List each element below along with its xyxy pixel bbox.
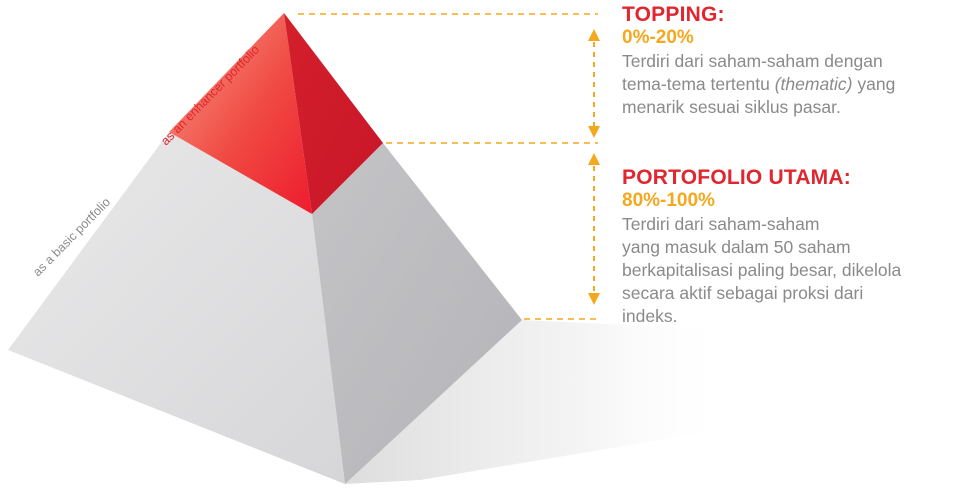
main-desc-line: secara aktif sebagai proksi dari (622, 283, 864, 303)
pyramid-top-left-face (169, 13, 312, 214)
thematic-italic: (thematic) (774, 74, 853, 94)
topping-desc-line: menarik sesuai siklus pasar. (622, 97, 841, 117)
topping-desc-line: tema-tema tertentu (thematic) yang (622, 74, 896, 94)
main-desc-line: berkapitalisasi paling besar, dikelola (622, 260, 902, 280)
main-portfolio-heading: PORTOFOLIO UTAMA: (622, 166, 851, 189)
main-portfolio-description: Terdiri dari saham-saham yang masuk dala… (622, 213, 972, 328)
main-range-arrow (588, 153, 600, 305)
topping-desc-line: Terdiri dari saham-saham dengan (622, 51, 883, 71)
pyramid-base-right-face (312, 143, 522, 484)
pyramid-base-left-face (8, 132, 345, 484)
topping-range-arrow (588, 29, 600, 138)
topping-description: Terdiri dari saham-saham dengan tema-tem… (622, 50, 972, 119)
topping-heading: TOPPING: (622, 3, 725, 26)
main-desc-line: indeks. (622, 306, 678, 326)
topping-section: TOPPING: 0%-20% Terdiri dari saham-saham… (622, 3, 972, 119)
main-portfolio-section: PORTOFOLIO UTAMA: 80%-100% Terdiri dari … (622, 166, 972, 328)
main-portfolio-range: 80%-100% (622, 190, 715, 211)
topping-range: 0%-20% (622, 27, 694, 48)
main-desc-line: Terdiri dari saham-saham (622, 214, 820, 234)
main-desc-line: yang masuk dalam 50 saham (622, 237, 851, 257)
pyramid-top-right-face (284, 13, 383, 214)
pyramid-shadow (345, 320, 735, 484)
